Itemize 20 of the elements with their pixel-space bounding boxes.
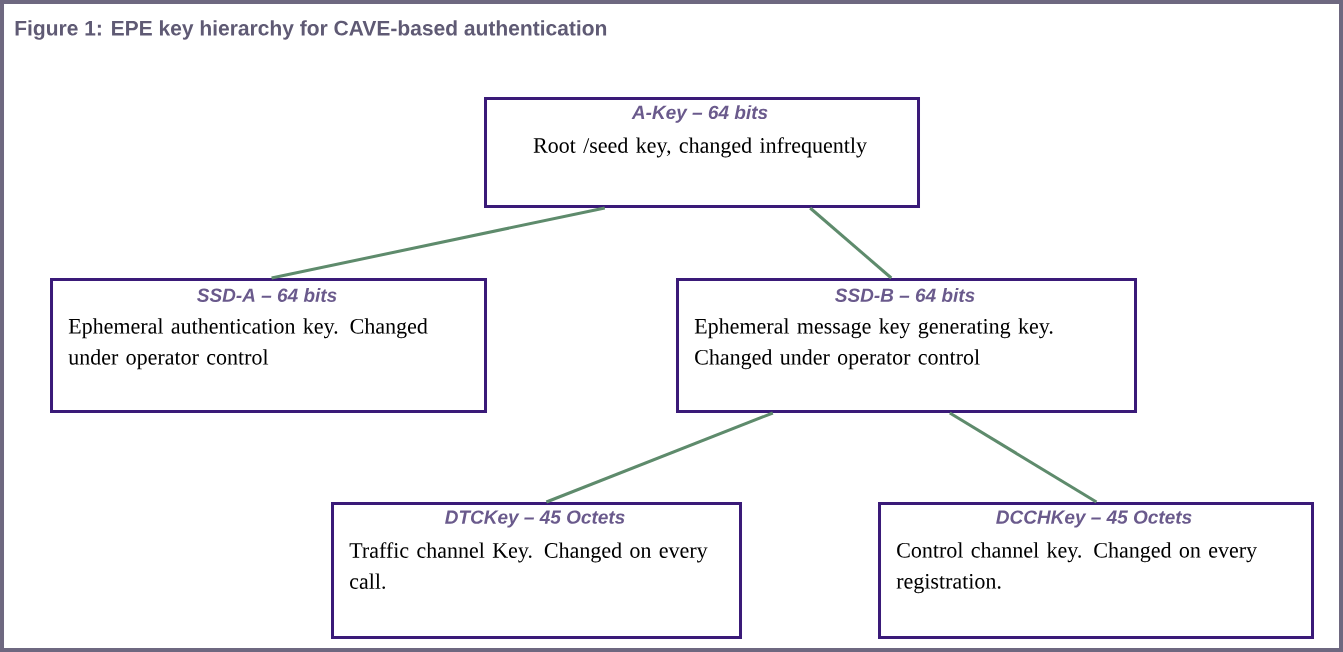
connector-line [271,206,606,280]
key-name: DTCKey – 45 Octets [445,510,625,528]
key-box [878,502,1314,639]
key-box [331,502,742,639]
key-box [676,278,1137,413]
key-description: Traffic channel Key. Changed on every call. [349,542,708,589]
key-name: SSD-A – 64 bits [197,288,337,302]
connector-line [545,411,774,504]
connector-line [809,206,893,280]
key-box [50,278,487,413]
figure-title: Figure 1: EPE key hierarchy for CAVE-based authentication [15,20,607,40]
key-box [484,97,920,208]
key-description: Ephemeral authentication key. Changed under operator control [68,318,428,370]
key-name: SSD-B – 64 bits [835,288,975,302]
key-description: Control channel key. Changed on every registration. [896,542,1257,594]
key-name: A-Key – 64 bits [631,105,768,123]
key-description: Root /seed key, changed infrequently [533,137,867,158]
key-name: DCCHKey – 45 Octets [996,510,1192,528]
connector-line [949,411,1098,504]
key-description: Ephemeral message key generating key. Changed under operator control [694,318,1053,370]
